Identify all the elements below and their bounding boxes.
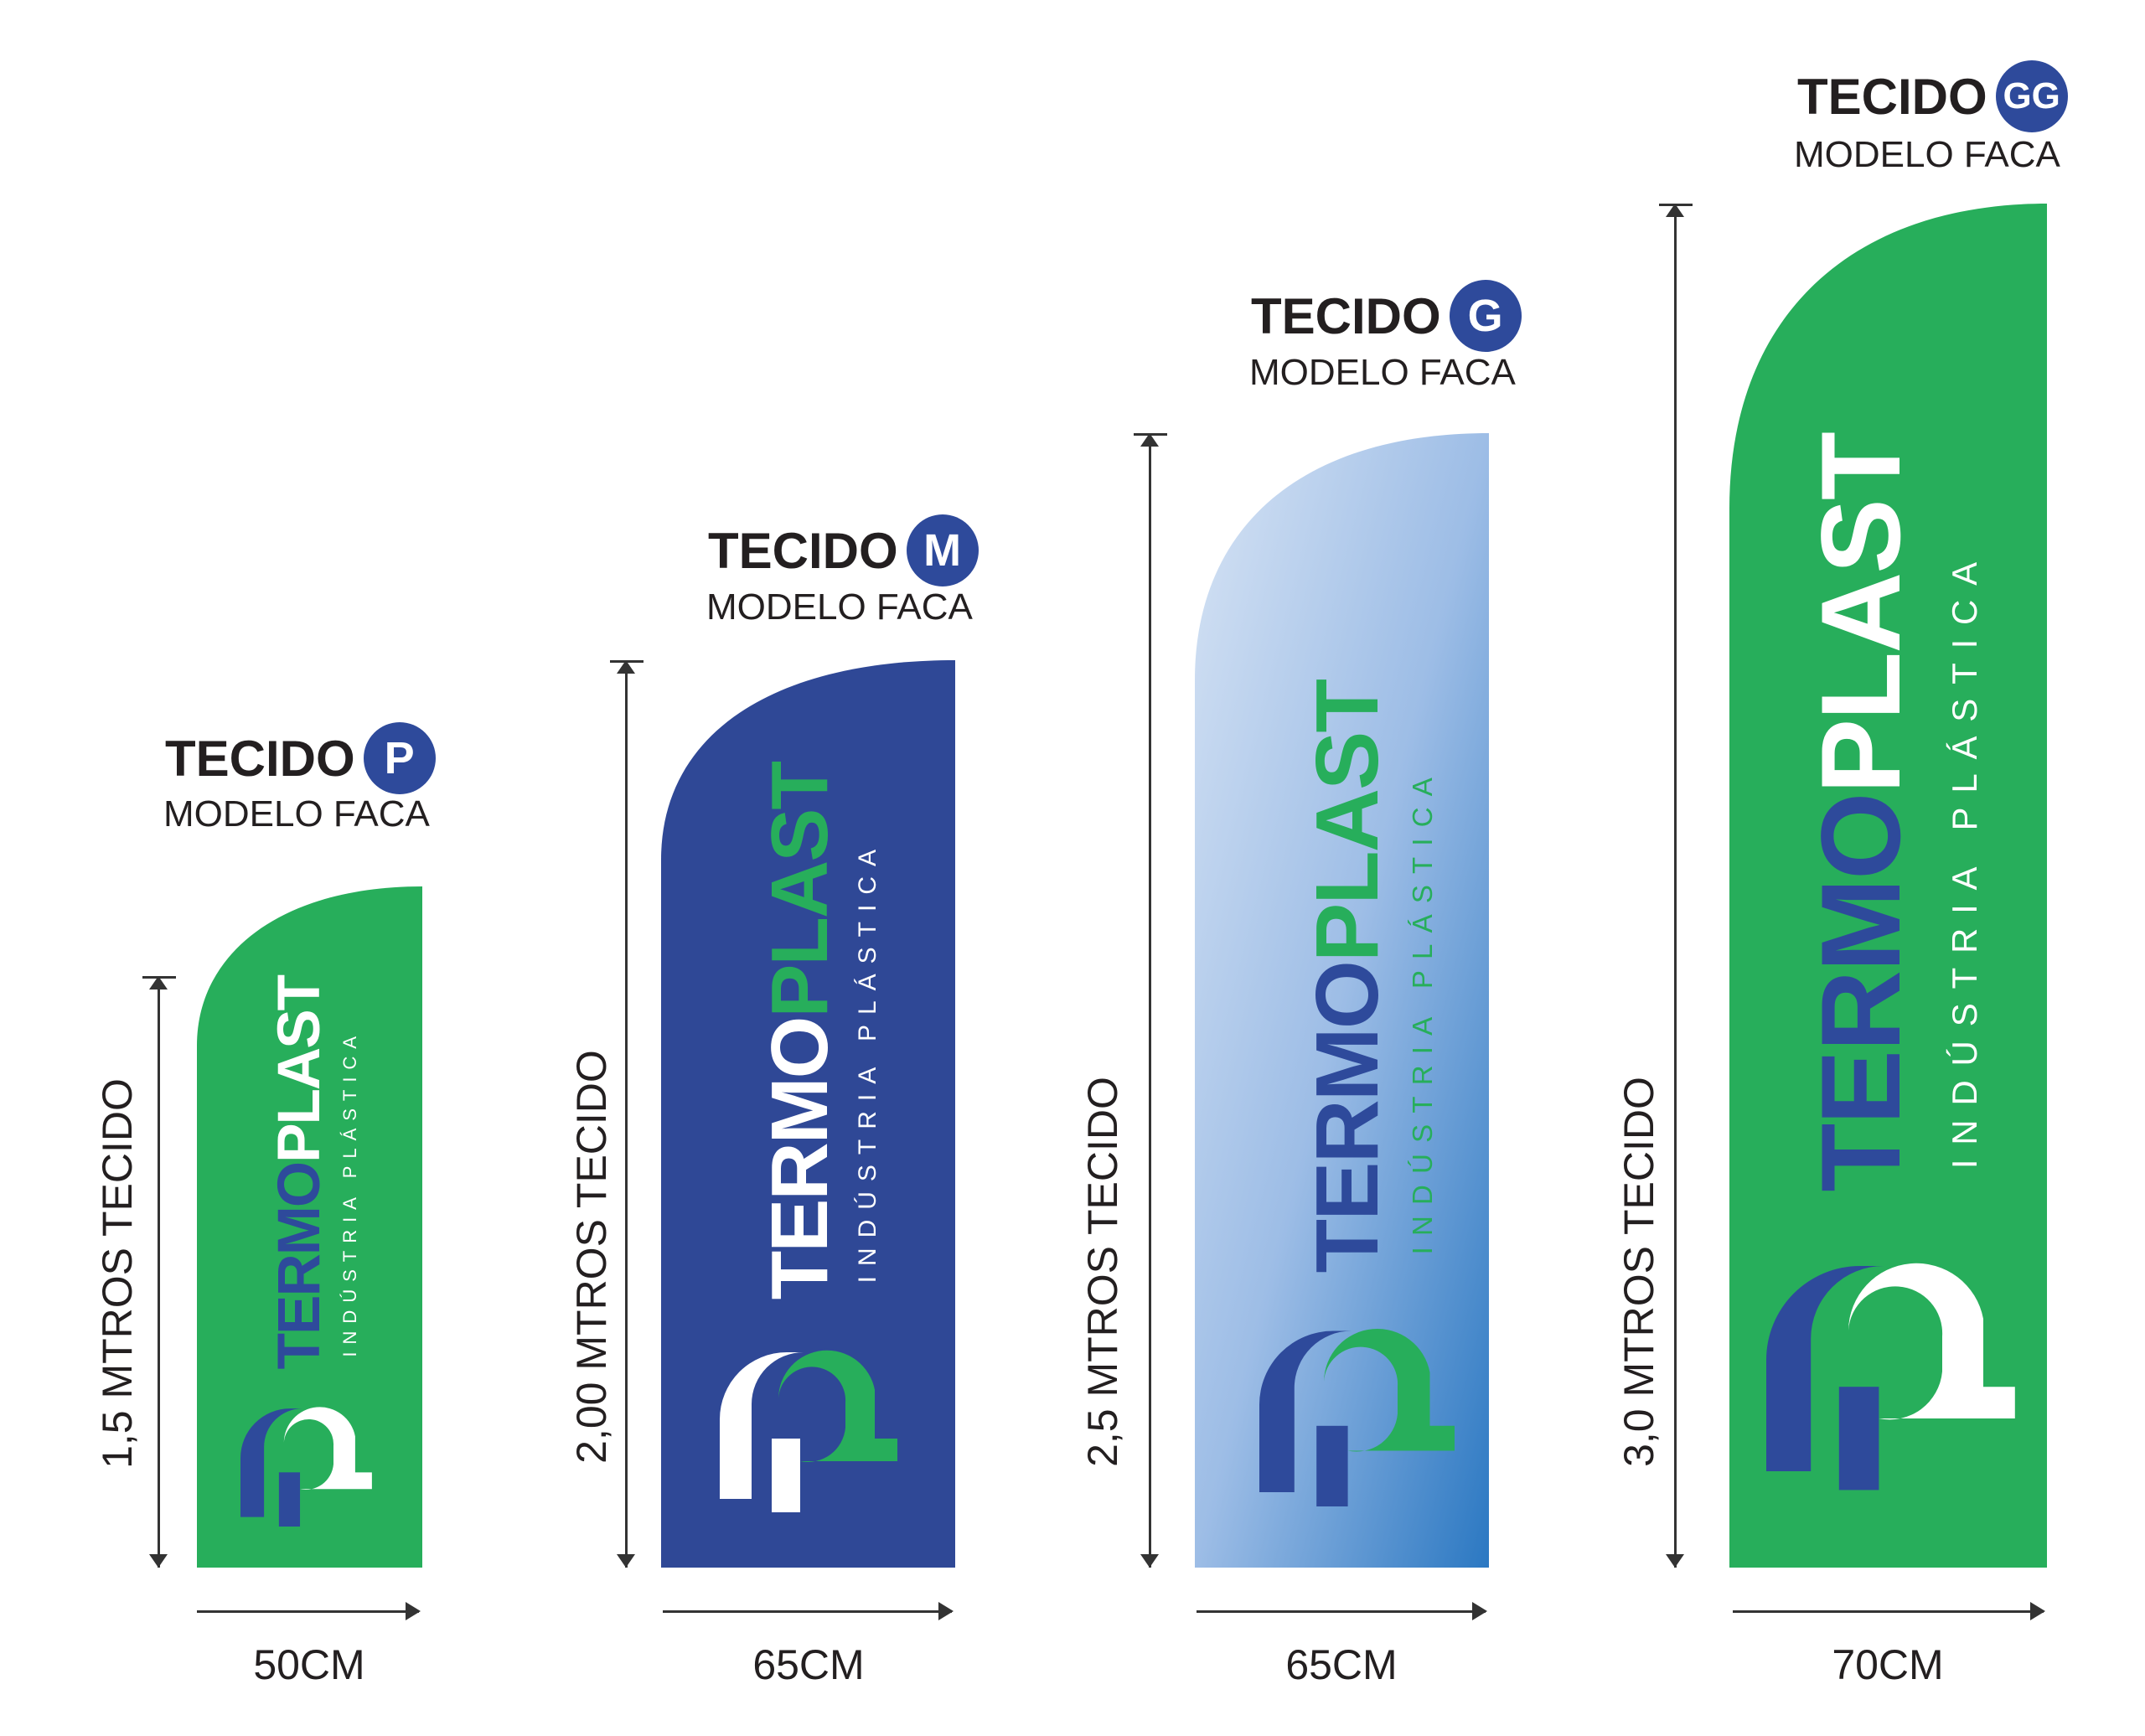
brand-tagline: INDÚSTRIA PLÁSTICA <box>1407 766 1439 1254</box>
title-g: TECIDO G <box>1251 280 1522 352</box>
flag-gg: TERMOPLAST INDÚSTRIA PLÁSTICA <box>1729 204 2047 1568</box>
title-gg: TECIDO GG <box>1797 60 2068 132</box>
brand-tagline: INDÚSTRIA PLÁSTICA <box>339 1028 360 1357</box>
brand-wordmark: TERMOPLAST <box>1297 679 1397 1273</box>
tecido-label: TECIDO <box>165 730 355 787</box>
width-arrow <box>663 1602 954 1620</box>
tp-logo-icon <box>720 1350 897 1512</box>
brand-wordmark: TERMOPLAST <box>755 762 845 1299</box>
width-arrow <box>1197 1602 1487 1620</box>
brand-tagline: INDÚSTRIA PLÁSTICA <box>1945 547 1984 1169</box>
height-arrow <box>617 660 635 1568</box>
model-label: MODELO FACA <box>706 586 973 628</box>
height-label: 2,5 MTROS TECIDO <box>1079 1077 1126 1467</box>
width-label: 50CM <box>253 1641 365 1688</box>
flag-g: TERMOPLAST INDÚSTRIA PLÁSTICA <box>1195 433 1489 1568</box>
height-arrow <box>1140 433 1159 1568</box>
size-badge: M <box>906 514 979 586</box>
tecido-label: TECIDO <box>1251 287 1441 344</box>
brand-wordmark: TERMOPLAST <box>1798 433 1924 1192</box>
model-label: MODELO FACA <box>1249 352 1516 393</box>
height-arrow <box>1666 204 1684 1568</box>
size-badge: G <box>1449 280 1522 352</box>
model-label: MODELO FACA <box>163 793 430 834</box>
height-label: 3,0 MTROS TECIDO <box>1615 1077 1662 1467</box>
size-badge: GG <box>1995 60 2068 132</box>
flag-m: TERMOPLAST INDÚSTRIA PLÁSTICA <box>661 660 955 1568</box>
height-arrow <box>149 976 168 1568</box>
height-label: 1,5 MTROS TECIDO <box>94 1078 141 1469</box>
title-p: TECIDO P <box>165 722 436 794</box>
tecido-label: TECIDO <box>1797 68 1987 125</box>
size-badge: P <box>363 722 436 794</box>
tp-logo-icon <box>1259 1328 1455 1507</box>
brand-tagline: INDÚSTRIA PLÁSTICA <box>854 839 881 1283</box>
tp-logo-icon <box>1766 1263 2015 1491</box>
title-m: TECIDO M <box>708 514 979 586</box>
model-label: MODELO FACA <box>1794 134 2060 175</box>
flag-p: TERMOPLAST INDÚSTRIA PLÁSTICA <box>197 886 422 1568</box>
width-label: 70CM <box>1832 1641 1944 1688</box>
width-label: 65CM <box>752 1641 865 1688</box>
tecido-label: TECIDO <box>708 522 898 579</box>
width-label: 65CM <box>1285 1641 1398 1688</box>
width-arrow <box>1733 1602 2045 1620</box>
width-arrow <box>197 1602 421 1620</box>
tp-logo-icon <box>240 1407 372 1527</box>
height-label: 2,00 MTROS TECIDO <box>568 1050 615 1464</box>
brand-wordmark: TERMOPLAST <box>266 975 333 1370</box>
